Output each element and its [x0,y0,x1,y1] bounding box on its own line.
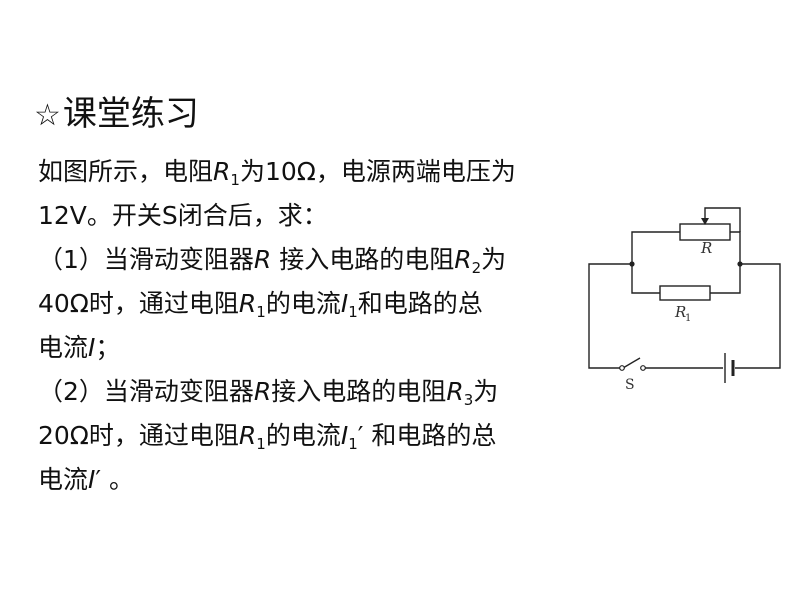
text-run: ′ 。 [95,465,135,494]
text-run: 20Ω时，通过电阻 [38,421,239,450]
heading-title: 课堂练习 [62,94,199,134]
problem-line: 电流I； [38,326,598,370]
text-run: 和电路的总 [357,289,483,318]
section-heading: ☆课堂练习 [34,92,199,138]
var-i: I [340,421,349,450]
circuit-diagram: R R 1 S [588,207,781,393]
subscript: 3 [463,391,474,409]
problem-text: 如图所示，电阻R1为10Ω，电源两端电压为 12V。开关S闭合后，求： （1）当… [38,150,598,502]
wire-left-outer [588,263,632,369]
text-run: 40Ω时，通过电阻 [38,289,239,318]
var-r: R [213,157,231,186]
rheostat-body [679,223,731,241]
var-i: I [340,289,349,318]
junction-dot [629,261,635,267]
problem-line: 电流I′ 。 [38,458,598,502]
wire-bottom-branch-right [710,264,741,294]
text-run: 为10Ω，电源两端电压为 [239,157,516,186]
subscript: 1 [230,171,240,189]
problem-line: 40Ω时，通过电阻R1的电流I1和电路的总 [38,282,598,326]
var-r: R [238,289,257,318]
subscript: 2 [471,259,482,277]
wire-top-branch [631,231,680,264]
text-run: 12V。开关S闭合后，求： [38,201,328,230]
wire-top-branch-right [730,231,741,264]
switch-blade [622,357,641,369]
var-r: R [253,377,272,406]
switch-contact [619,365,625,371]
text-run: 为 [473,377,499,406]
battery-gap [723,350,735,386]
subscript: 1 [256,435,266,453]
var-r: R [238,421,257,450]
rheostat-slider-wire [704,207,741,232]
text-run: 电流 [38,465,89,494]
rheostat-label: R [700,239,712,257]
text-run: 接入电路的电阻 [271,377,447,406]
text-run: 为 [481,245,507,274]
var-r: R [454,245,472,274]
var-r: R [253,245,272,274]
subscript: 1 [348,435,358,453]
text-run: 如图所示，电阻 [38,157,214,186]
text-run: ′ 和电路的总 [357,421,497,450]
text-run: 的电流 [265,289,341,318]
problem-line: 12V。开关S闭合后，求： [38,194,598,238]
wire-bottom-branch [631,264,660,294]
text-run: 电流 [38,333,89,362]
switch-label: S [625,377,635,393]
wire-right-outer [735,263,781,369]
text-run: （2）当滑动变阻器 [38,377,254,406]
resistor-label: R [674,303,686,321]
switch-contact [640,365,646,371]
text-run: （1）当滑动变阻器 [38,245,254,274]
junction-dot [737,261,743,267]
problem-line: 20Ω时，通过电阻R1的电流I1′ 和电路的总 [38,414,598,458]
problem-line: 如图所示，电阻R1为10Ω，电源两端电压为 [38,150,598,194]
var-i: I [88,333,96,362]
text-run: 接入电路的电阻 [271,245,455,274]
subscript: 1 [348,303,358,321]
problem-line: （2）当滑动变阻器R接入电路的电阻R3为 [38,370,598,414]
subscript: 1 [256,303,266,321]
problem-line: （1）当滑动变阻器R 接入电路的电阻R2为 [38,238,598,282]
resistor-body [659,285,711,301]
resistor-label-sub: 1 [685,313,691,324]
var-r: R [446,377,464,406]
slider-arrow-icon [701,218,709,225]
star-icon: ☆ [34,98,61,133]
text-run: 的电流 [265,421,341,450]
text-run: ； [95,333,121,362]
var-i: I [88,465,96,494]
